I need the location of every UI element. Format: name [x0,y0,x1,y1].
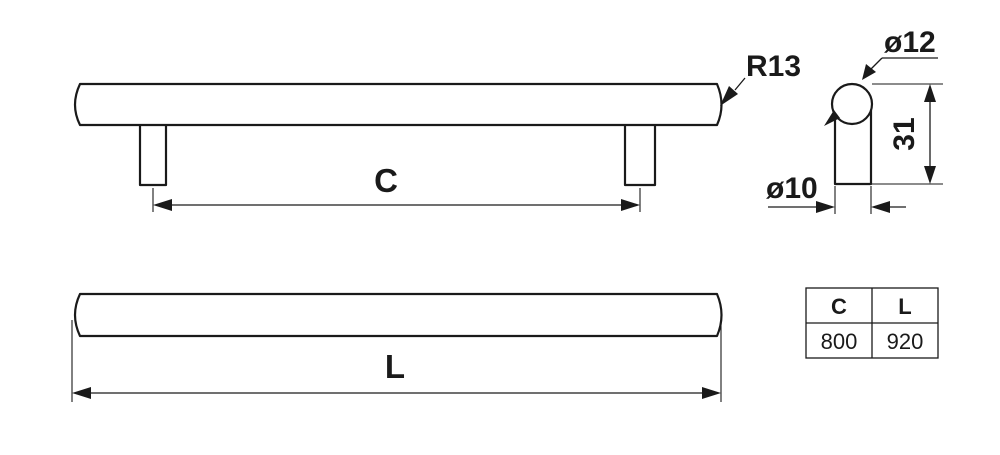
table-cell-c: 800 [821,329,858,354]
handle-front-view [73,82,723,187]
handle-side-view [830,82,874,186]
length-dimension: L [71,320,722,402]
dimension-table: C L 800 920 [805,287,939,359]
table-header-c: C [831,294,847,319]
table-cell-l: 920 [887,329,924,354]
radius-label: R13 [746,50,801,83]
handle-bar [73,82,723,127]
handle-top-view [73,292,723,338]
post-diameter-dimension: ø10 [766,172,906,214]
bar-diameter-callout: ø12 [824,26,938,126]
handle-bar-top [73,292,723,338]
center-distance-label: C [374,162,398,199]
post-right [623,115,657,187]
length-label: L [385,348,405,385]
bar-diameter-label: ø12 [884,26,936,59]
height-label: 31 [888,117,921,150]
side-bar-section [830,82,874,126]
radius-callout: R13 [720,50,801,106]
center-distance-dimension: C [152,162,641,212]
height-dimension: 31 [872,83,943,185]
post-diameter-label: ø10 [766,172,818,205]
table-header-l: L [898,294,911,319]
post-left [138,115,168,187]
